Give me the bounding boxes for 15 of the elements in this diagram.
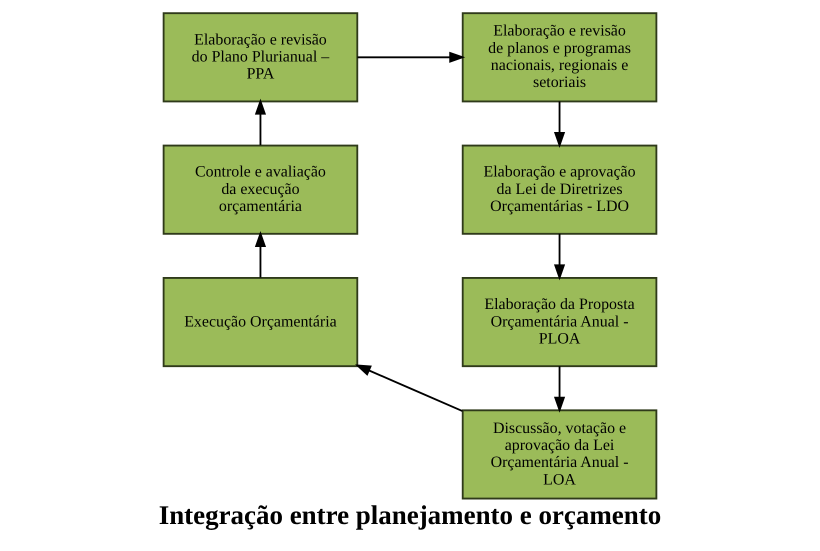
arrow [554,101,566,148]
node-box: Elaboração e revisão do Plano Plurianual – PPA [162,12,358,102]
node-box: Execução Orçamentária [162,277,358,368]
arrow [254,231,266,278]
node-box: Discussão, votação e aprovação da Lei Orçamentária Anual - LOA [462,409,658,500]
arrow [254,98,266,146]
arrow [554,234,566,280]
arrow [554,366,566,413]
arrow [355,364,463,412]
node-box: Controle e avaliação da execução orçamentária [162,144,358,235]
node-box: Elaboração e revisão de planos e programas nacionais, regionais e setoriais [462,12,658,102]
diagram-title: Integração entre planejamento e orçamento [158,500,662,530]
arrow [357,52,466,63]
node-box: Elaboração da Proposta Orçamentária Anual - PLOA [462,277,658,368]
node-box: Elaboração e aprovação da Lei de Diretrizes Orçamentárias - LDO [462,144,658,235]
